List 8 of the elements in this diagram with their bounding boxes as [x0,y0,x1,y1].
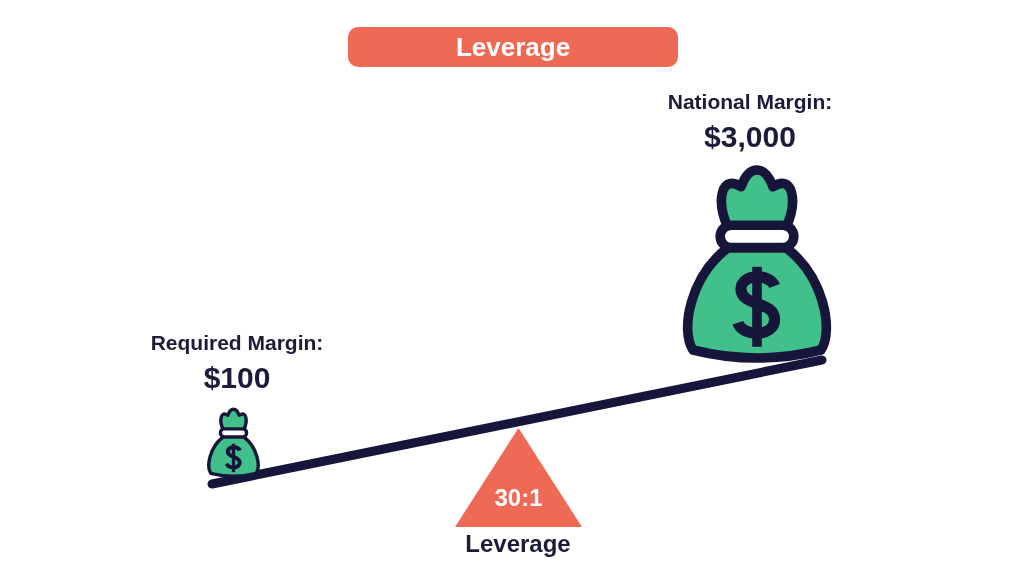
margin-label: National Margin: [666,90,834,114]
ratio-text: 30:1 [493,484,544,512]
fulcrum-triangle [455,428,582,527]
fulcrum-caption: Leverage [464,530,572,558]
title-banner: Leverage [348,27,678,67]
margin-label: Required Margin: [149,331,325,355]
margin-label: $100 [202,361,272,395]
margin-label: $3,000 [703,120,797,154]
